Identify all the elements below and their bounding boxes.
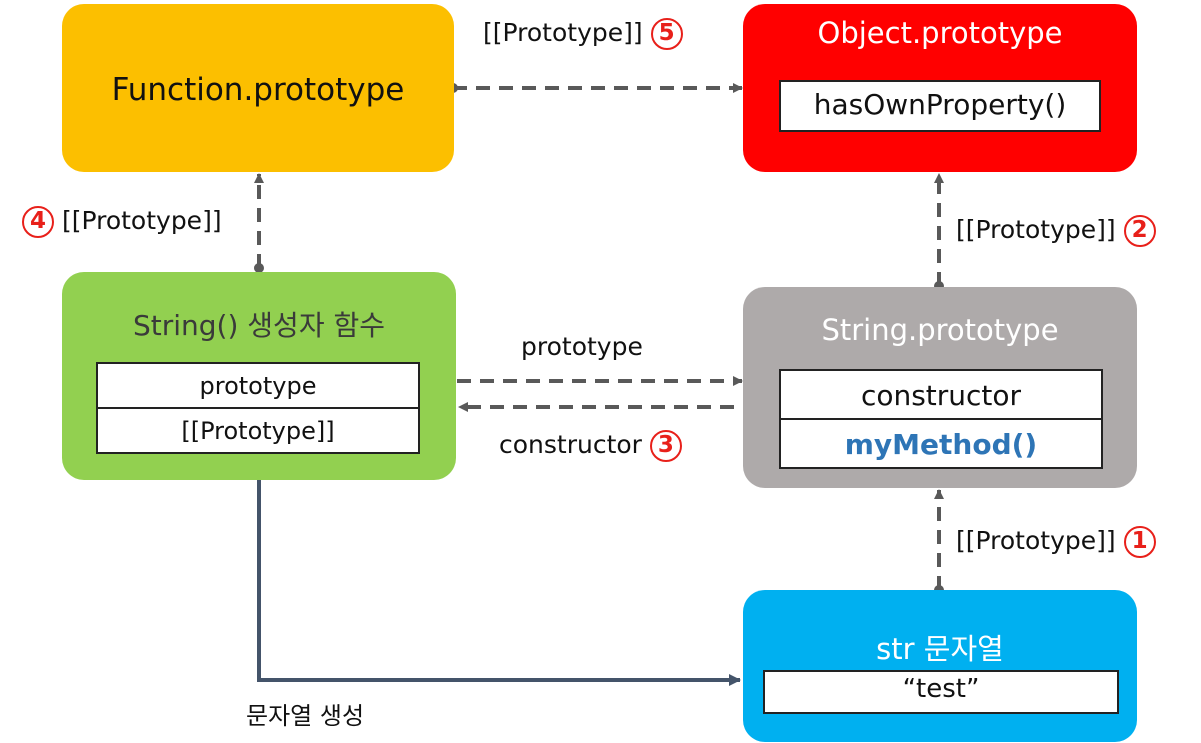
str-string-title: str 문자열 — [876, 632, 1004, 666]
label-prototype-link: prototype — [521, 332, 643, 361]
constructor-property: constructor — [781, 371, 1101, 420]
arrow-function-to-object — [448, 83, 743, 93]
my-method: myMethod() — [844, 428, 1038, 461]
label-create-string: 문자열 생성 — [246, 702, 365, 730]
label-proto-5: [[Prototype]] 5 — [483, 18, 683, 50]
prototype-property: prototype — [98, 364, 418, 409]
badge-5-icon: 5 — [650, 18, 683, 50]
arrow-create-string — [257, 480, 741, 686]
string-prototype-title: String.prototype — [821, 313, 1059, 347]
badge-1-icon: 1 — [1123, 526, 1156, 558]
arrow-constructor-to-function-prototype — [254, 173, 264, 273]
string-prototype-box: String.prototype constructor myMethod() — [743, 287, 1137, 488]
str-string-value-box: “test” — [763, 670, 1119, 714]
object-prototype-box: Object.prototype hasOwnProperty() — [743, 4, 1137, 172]
badge-2-icon: 2 — [1123, 215, 1156, 247]
label-constructor-link: constructor 3 — [499, 430, 682, 462]
function-prototype-title: Function.prototype — [111, 72, 405, 108]
string-prototype-members: constructor myMethod() — [779, 369, 1103, 469]
string-constructor-members: prototype [[Prototype]] — [96, 362, 420, 454]
label-proto-1: [[Prototype]] 1 — [956, 526, 1156, 558]
badge-3-icon: 3 — [649, 430, 682, 462]
label-proto-2: [[Prototype]] 2 — [956, 215, 1156, 247]
arrow-constructor-link — [458, 402, 785, 412]
string-constructor-title: String() 생성자 함수 — [132, 309, 385, 342]
arrow-str-to-string-prototype — [934, 489, 944, 595]
label-proto-4: 4 [[Prototype]] — [22, 206, 222, 238]
str-string-value: “test” — [902, 674, 980, 704]
label-proto-2-text: [[Prototype]] — [956, 215, 1116, 244]
arrow-string-prototype-to-object — [934, 173, 944, 291]
internal-prototype-slot: [[Prototype]] — [181, 417, 335, 445]
label-proto-4-text: [[Prototype]] — [61, 206, 222, 235]
function-prototype-box: Function.prototype — [62, 4, 454, 172]
label-constructor-link-text: constructor — [499, 430, 642, 459]
str-string-box: str 문자열 “test” — [743, 590, 1137, 742]
has-own-property-method: hasOwnProperty() — [813, 88, 1067, 121]
string-constructor-box: String() 생성자 함수 prototype [[Prototype]] — [62, 272, 456, 480]
object-prototype-members: hasOwnProperty() — [779, 80, 1101, 132]
badge-4-icon: 4 — [22, 206, 54, 238]
label-proto-5-text: [[Prototype]] — [483, 18, 643, 47]
object-prototype-title: Object.prototype — [817, 16, 1063, 50]
label-proto-1-text: [[Prototype]] — [956, 526, 1116, 555]
